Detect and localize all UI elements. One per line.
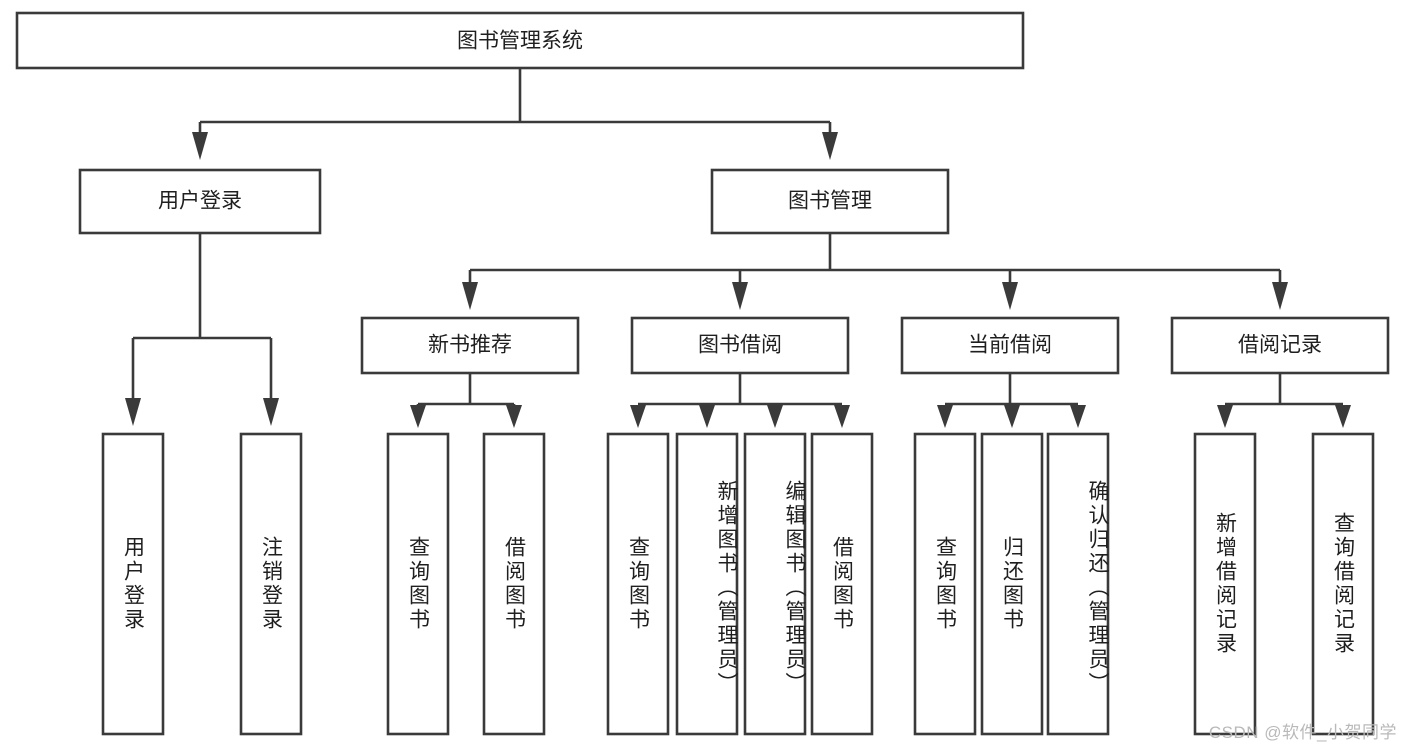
arrow-leaf-borrow-book-2 [834,405,850,428]
arrow-borrow-record [1272,282,1288,310]
arrow-book-borrow [732,282,748,310]
node-leaf-add-borrow-record-box[interactable] [1193,432,1257,736]
node-new-book-recommend-label: 新书推荐 [428,334,512,357]
arrow-current-borrow [1002,282,1018,310]
arrow-leaf-edit-book [767,405,783,428]
node-borrow-record-box[interactable] [1170,316,1390,375]
arrow-leaf-query-book-3 [937,405,953,428]
node-leaf-borrow-book-1-box[interactable] [482,432,546,736]
arrow-leaf-query-borrow-record [1335,405,1351,428]
arrow-leaf-add-borrow-record [1217,405,1233,428]
node-book-borrow-label: 图书借阅 [698,334,782,357]
node-user-login-label: 用户登录 [158,190,242,213]
node-layer: 图书管理系统 用户登录 图书管理 新书推荐 图书借阅 当前借阅 借阅记录 [15,11,1390,736]
arrow-leaf-return-book [1004,405,1020,428]
node-leaf-edit-book-box[interactable] [743,432,807,736]
node-new-book-recommend-box[interactable] [360,316,580,375]
arrow-to-book-manage [822,132,838,160]
node-user-login-box[interactable] [78,168,322,235]
node-current-borrow-label: 当前借阅 [968,334,1052,357]
node-leaf-return-book-box[interactable] [980,432,1044,736]
node-book-manage-box[interactable] [710,168,950,235]
node-borrow-record-label: 借阅记录 [1238,334,1322,357]
node-leaf-confirm-return-box[interactable] [1046,432,1110,736]
connector-layer [125,68,1351,428]
node-leaf-add-book-box[interactable] [675,432,739,736]
node-root-label: 图书管理系统 [457,30,583,53]
arrow-leaf-confirm-return [1070,405,1086,428]
arrow-leaf-logout-login [263,398,279,426]
node-leaf-user-login-box[interactable] [101,432,165,736]
arrow-to-user-login [192,132,208,160]
arrow-leaf-query-book-1 [410,405,426,428]
node-leaf-query-borrow-record-box[interactable] [1311,432,1375,736]
node-book-borrow-box[interactable] [630,316,850,375]
arrow-new-book-recommend [462,282,478,310]
arrow-leaf-query-book-2 [630,405,646,428]
arrow-leaf-user-login [125,398,141,426]
node-leaf-query-book-1-box[interactable] [386,432,450,736]
node-current-borrow-box[interactable] [900,316,1120,375]
node-leaf-query-book-2-box[interactable] [606,432,670,736]
node-leaf-logout-login-box[interactable] [239,432,303,736]
watermark-text: CSDN @软件_小贺同学 [1208,723,1397,742]
node-root-box[interactable] [15,11,1025,70]
arrow-leaf-add-book [699,405,715,428]
node-leaf-borrow-book-2-box[interactable] [810,432,874,736]
node-book-manage-label: 图书管理 [788,190,872,213]
arrow-leaf-borrow-book-1 [506,405,522,428]
node-leaf-query-book-3-box[interactable] [913,432,977,736]
